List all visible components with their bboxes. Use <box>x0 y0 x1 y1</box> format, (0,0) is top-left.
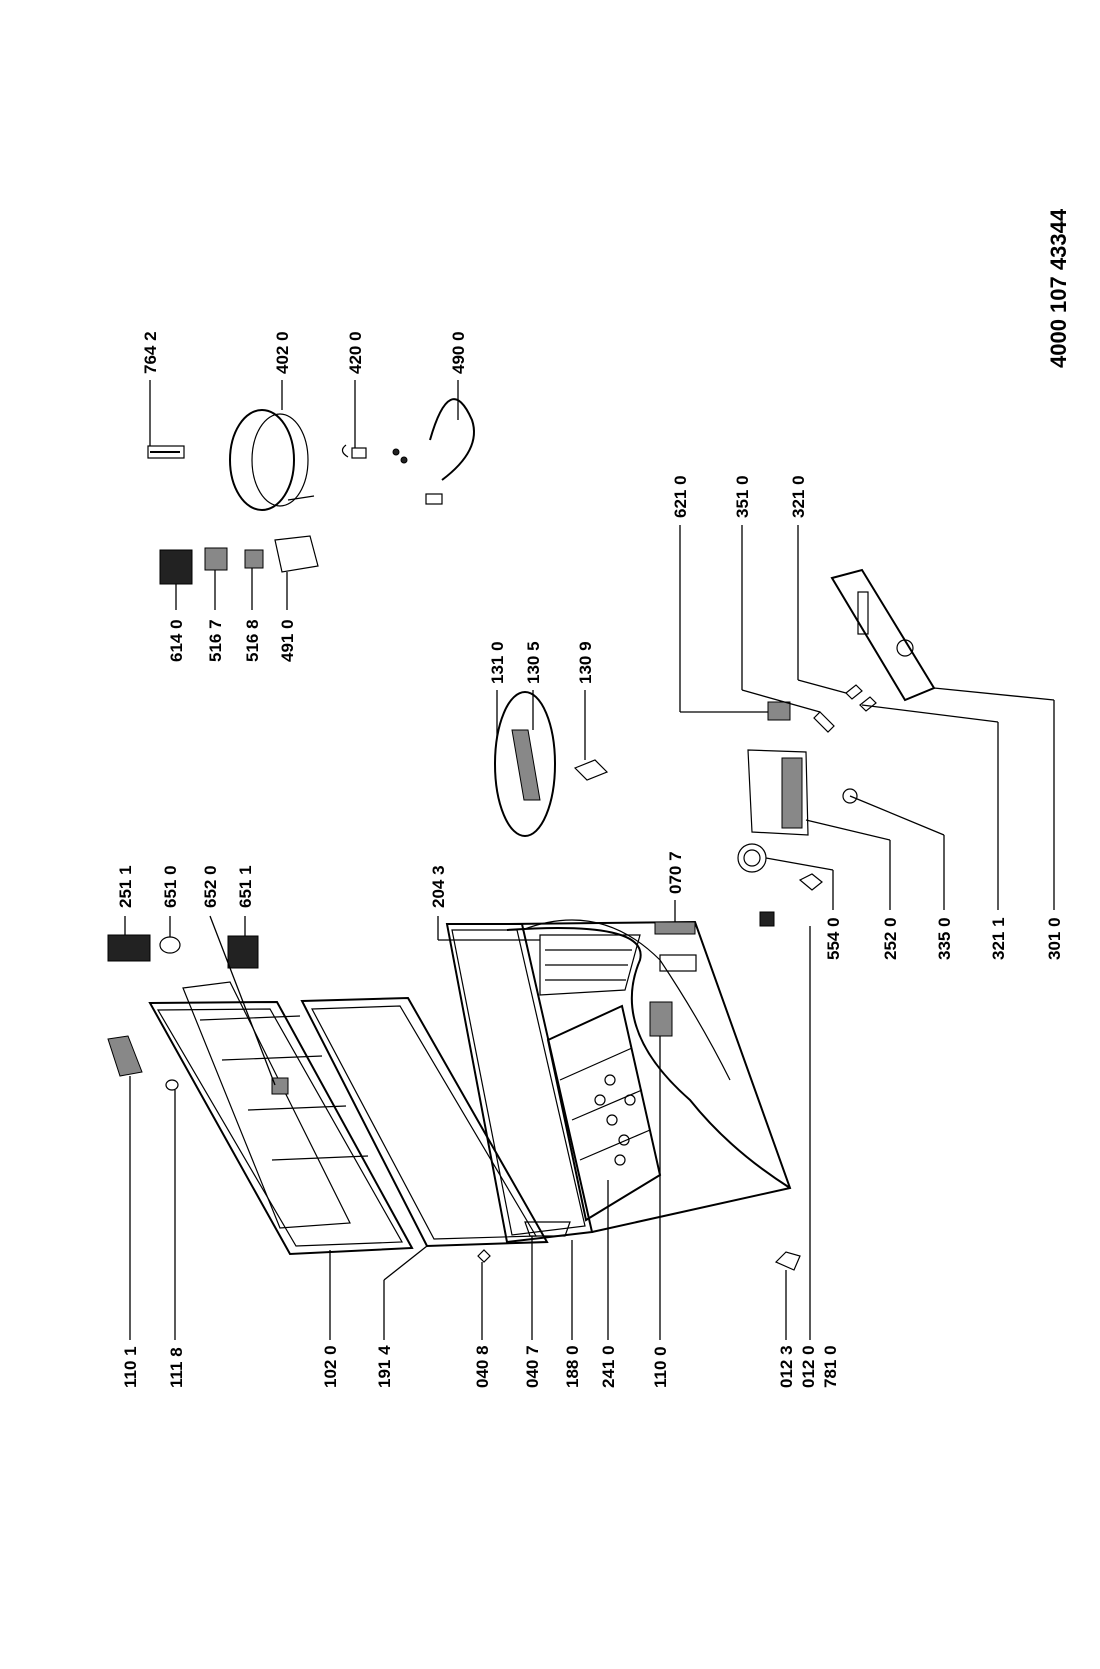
label-191-4: 191 4 <box>375 1345 394 1388</box>
label-652-0: 652 0 <box>201 865 220 908</box>
air-duct-part <box>494 691 609 837</box>
label-351-0: 351 0 <box>733 475 752 518</box>
label-110-0: 110 0 <box>651 1346 670 1388</box>
label-251-1: 251 1 <box>116 865 135 908</box>
label-516-7: 516 7 <box>206 619 225 662</box>
small-parts <box>107 873 823 1271</box>
document-number: 4000 107 43344 <box>1046 208 1071 368</box>
label-241-0: 241 0 <box>599 1345 618 1388</box>
lid-frame-part <box>148 981 414 1256</box>
label-491-0: 491 0 <box>278 619 297 662</box>
label-621-0: 621 0 <box>671 475 690 518</box>
label-040-8: 040 8 <box>473 1345 492 1388</box>
leader-lines <box>124 380 1055 1340</box>
label-131-0: 131 0 <box>488 641 507 684</box>
label-516-8: 516 8 <box>243 619 262 662</box>
label-110-1: 110 1 <box>121 1346 140 1388</box>
label-764-2: 764 2 <box>141 331 160 374</box>
label-188-0: 188 0 <box>563 1345 582 1388</box>
compressor-part <box>147 398 475 511</box>
lid-gasket-part <box>300 996 549 1248</box>
label-252-0: 252 0 <box>881 917 900 960</box>
control-panel-part <box>830 568 936 702</box>
label-614-0: 614 0 <box>167 619 186 662</box>
label-651-0: 651 0 <box>161 865 180 908</box>
label-651-1: 651 1 <box>236 865 255 908</box>
label-321-1: 321 1 <box>989 917 1008 960</box>
label-012-3: 012 3 <box>777 1345 796 1388</box>
label-554-0: 554 0 <box>824 917 843 960</box>
label-130-5: 130 5 <box>524 641 543 684</box>
label-111-8: 111 8 <box>167 1347 186 1388</box>
label-335-0: 335 0 <box>935 917 954 960</box>
control-assembly-part <box>737 684 877 873</box>
part-labels: 110 1 111 8 102 0 191 4 040 8 040 7 188 … <box>116 331 1064 1388</box>
label-204-3: 204 3 <box>429 865 448 908</box>
label-130-9: 130 9 <box>576 641 595 684</box>
label-420-0: 420 0 <box>346 331 365 374</box>
label-402-0: 402 0 <box>273 331 292 374</box>
label-490-0: 490 0 <box>449 331 468 374</box>
label-102-0: 102 0 <box>321 1345 340 1388</box>
label-070-7: 070 7 <box>666 851 685 894</box>
label-301-0: 301 0 <box>1045 917 1064 960</box>
label-012-0: 012 0 <box>799 1345 818 1388</box>
cabinet-body-part <box>445 919 792 1244</box>
relay-connectors-part <box>159 535 319 585</box>
label-781-0: 781 0 <box>821 1345 840 1388</box>
label-040-7: 040 7 <box>523 1345 542 1388</box>
label-321-0: 321 0 <box>789 475 808 518</box>
